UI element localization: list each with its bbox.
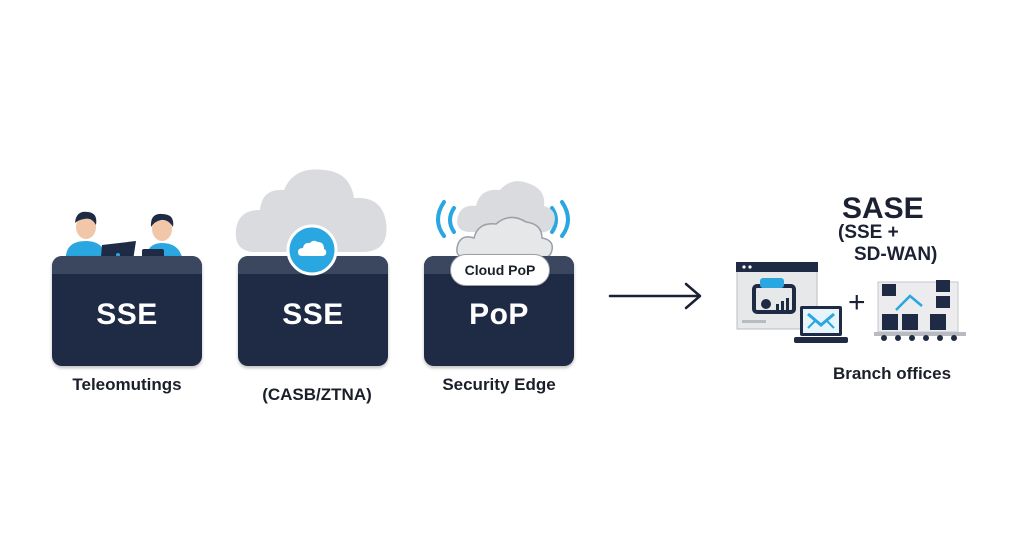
node-caption: Security Edge (442, 375, 556, 394)
cloud-pop-label: Cloud PoP (464, 262, 536, 278)
dashboard-icon (736, 262, 818, 330)
node-caption: (CASB/ZTNA) (262, 385, 372, 404)
sase-subtitle-line2: SD-WAN) (854, 244, 938, 265)
laptop-mail-icon (794, 306, 848, 343)
arrow-right-icon (608, 282, 702, 310)
building-icon (874, 280, 966, 341)
sse-block: SSE (52, 256, 202, 366)
block-label: PoP (469, 298, 529, 331)
plus-sign: + (848, 286, 866, 319)
branch-offices-caption: Branch offices (832, 364, 952, 383)
sase-title: SASE (842, 192, 924, 225)
cloud-badge-icon (286, 224, 338, 276)
block-label: SSE (96, 298, 158, 331)
cloud-icon (235, 169, 387, 252)
cloud-pop-badge: Cloud PoP (450, 254, 550, 286)
block-label: SSE (282, 298, 344, 331)
node-caption: Teleomutings (72, 375, 182, 394)
cloud-icon (456, 181, 555, 260)
sase-subtitle-line1: (SSE + (838, 222, 899, 243)
